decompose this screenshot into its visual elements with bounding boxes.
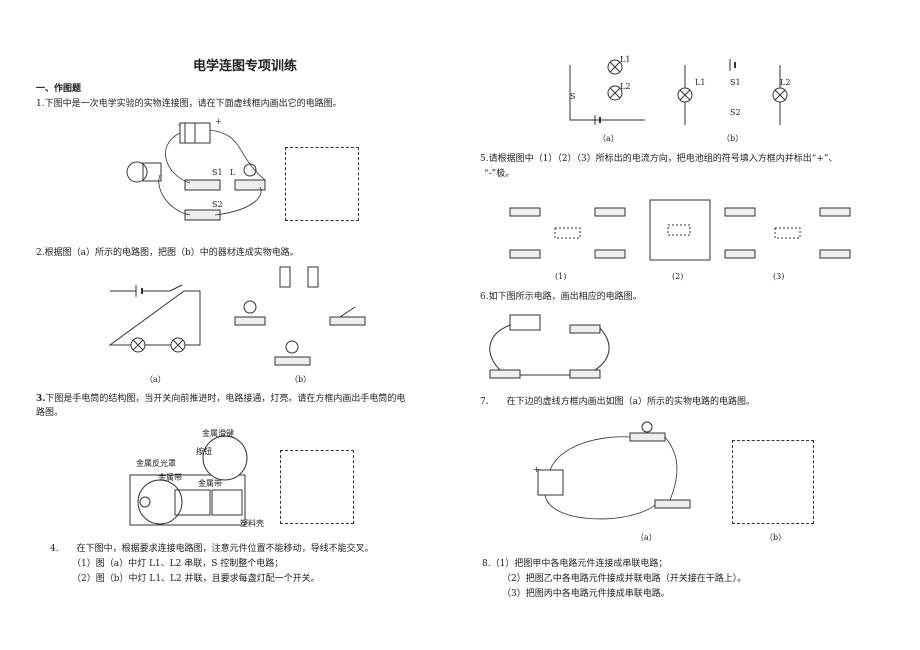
q5-figures [509,199,851,261]
question-4: 4. 在下图中，根据要求连接电路图，注意元件位置不能移动，导线不能交叉。 [50,544,374,554]
question-7: 7. 在下边的虚线方框内画出如图（a）所示的实物电路的电路图。 [480,397,755,407]
flashlight-diagram [129,435,248,526]
fig5-label-2: (2) [672,272,684,281]
l2-label-a: L2 [620,82,631,91]
s2-label-b: S2 [730,108,741,117]
fig5-label-1: (1) [555,272,567,281]
question-8-2: （2）把图乙中各电路元件接成并联电路（开关接在干路上）。 [502,574,747,584]
l2-label-b: L2 [780,78,791,87]
q2-components [234,266,366,366]
q3-number: 3. [36,394,46,404]
question-4-1: （1）图（a）中灯 L1、L2 串联，S 控制整个电路； [72,559,284,569]
q1-answer-box[interactable] [285,147,359,221]
label-button: 按钮 [196,447,212,456]
q7-answer-box[interactable] [732,440,814,524]
label-reflector: 金属反光罩 [136,459,176,468]
label-strip-2: 金属带 [198,479,222,488]
label-shell: 塑料壳 [240,519,264,528]
fig4-label-a: （a） [598,134,619,143]
page-title: 电学连图专项训练 [193,59,298,74]
s1-label: S1 [212,168,223,177]
s2-label: S2 [212,200,223,209]
fig4-label-b: （b） [722,134,744,143]
q3-answer-box[interactable] [280,450,354,524]
question-6: 6.如下图所示电路，画出相应的电路图。 [480,292,642,302]
q1-physical-circuit [126,122,266,221]
fig7-label-a: （a） [636,533,657,542]
l-label: L [230,168,236,177]
label-strip: 金属带 [158,473,182,482]
q4b-figure [677,59,788,125]
minus-label: - [178,120,181,129]
plus-label: + [215,117,222,126]
s1-label-b: S1 [730,78,741,87]
l1-label-b: L1 [695,78,706,87]
q6-physical-circuit [489,314,610,379]
fig-label-b: （b） [290,375,312,384]
s-label-a: S [570,92,576,101]
fig-label-a: （a） [145,375,166,384]
section-heading: 一、作图题 [36,84,82,94]
label-slider: 金属滑键 [202,429,234,438]
q2-circuit-diagram [108,284,201,353]
question-5-cont: “-”极。 [484,169,515,179]
fig5-label-3: (3) [773,272,785,281]
q7-plus-label: + [533,465,540,474]
l1-label-a: L1 [620,55,631,64]
question-4-2: （2）图（b）中灯 L1、L2 并联，且要求每盏灯配一个开关。 [72,574,320,584]
q4a-figure [569,59,645,125]
question-8-1: 8.（1）把图甲中各电路元件连接成串联电路； [482,559,668,569]
question-2: 2.根据图（a）所示的电路图，把图（b）中的器材连成实物电路。 [36,248,299,258]
question-3-cont: 路图。 [36,408,64,418]
question-8-3: （3）把图丙中各电路元件接成串联电路。 [502,589,670,599]
q7-physical-circuit [537,421,691,520]
question-5: 5.请根据图中（1）（2）（3）所标出的电流方向，把电池组的符号填入方框内并标出… [480,154,838,164]
fig7-label-b: （b） [765,533,787,542]
question-3: 下图是手电筒的结构图，当开关向前推进时，电路接通，灯亮。请在方框内画出手电筒的电 [45,394,406,404]
question-1: 1.下图中是一次电学实验的实物连接图，请在下面虚线框内画出它的电路图。 [36,99,342,109]
